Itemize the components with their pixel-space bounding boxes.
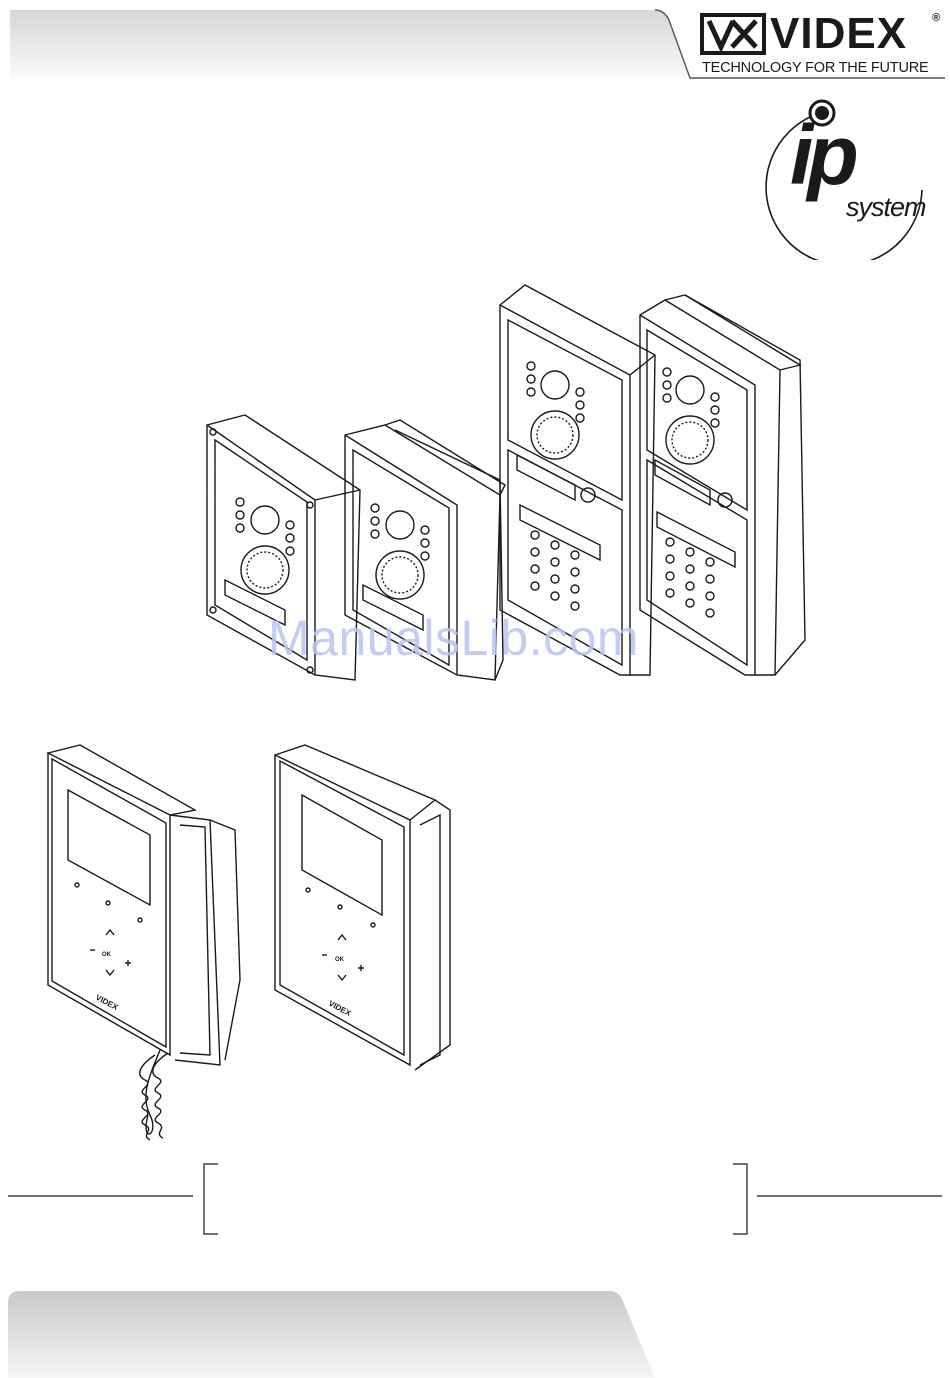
registered-mark: ® [932,12,940,24]
monitor-brand: VIDEX [94,993,120,1013]
brand-tagline: TECHNOLOGY FOR THE FUTURE [702,59,928,77]
monitor-ok-label: OK [102,952,112,958]
brand-block: VIDEX ® TECHNOLOGY FOR THE FUTURE [700,6,945,80]
ip-system-word: system [846,191,926,223]
video-monitors-icon: OK VIDEX OK VIDEX [40,735,460,1155]
footer-band [0,1285,950,1378]
videx-mark-icon [700,12,766,56]
ip-system-badge: ip system [760,95,930,260]
monitor-ok-label: OK [335,957,345,963]
watermark: ManualsLib.com [268,610,639,666]
monitor-brand: VIDEX [327,999,353,1019]
title-bracket [0,1160,950,1240]
ip-letters: ip [790,105,853,205]
brand-name: VIDEX [770,6,907,62]
